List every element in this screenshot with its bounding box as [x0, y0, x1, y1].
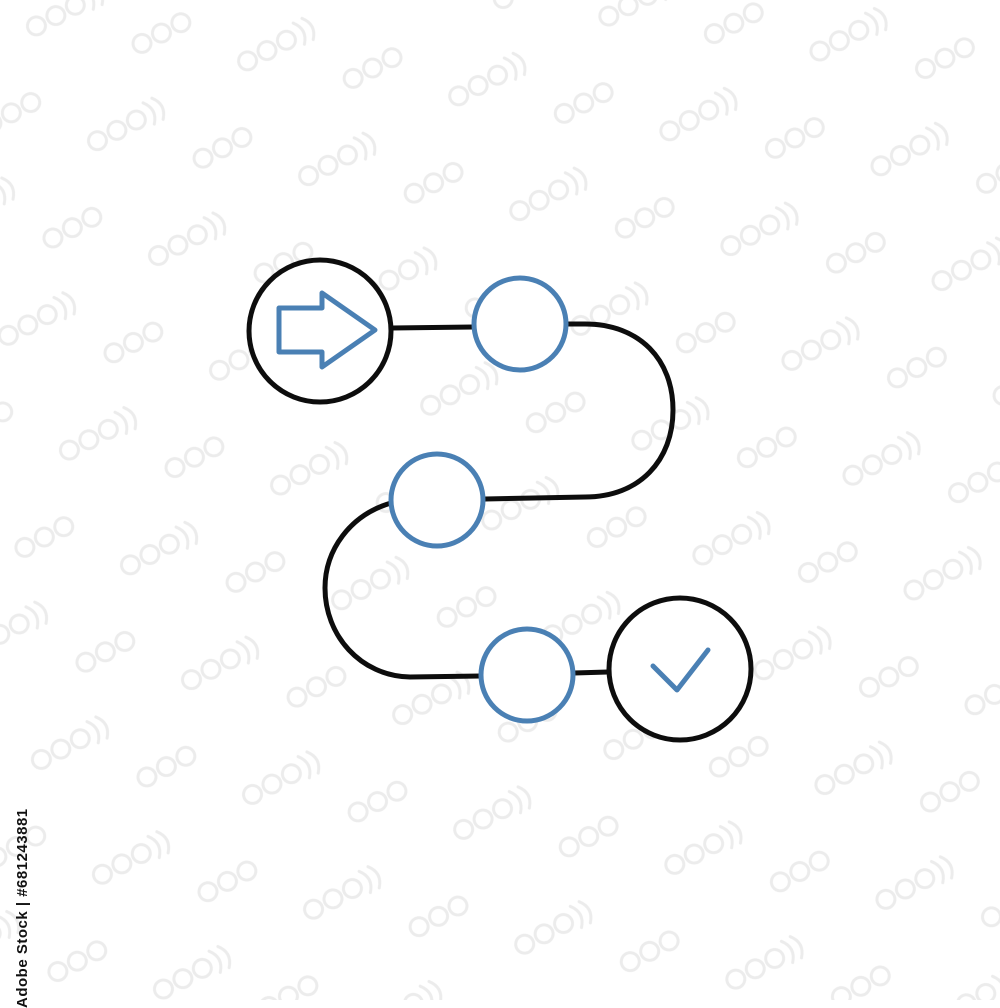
- start-node: [246, 257, 394, 405]
- route-path: [322, 321, 676, 680]
- check-icon: [650, 647, 711, 693]
- arrow-right-icon: [276, 290, 378, 370]
- finish-node: [606, 595, 754, 743]
- milestone-node-3: [478, 626, 576, 724]
- stock-id-watermark: Adobe Stock | #681243881: [14, 808, 31, 1008]
- milestone-node-1: [471, 275, 569, 373]
- milestone-node-2: [388, 451, 486, 549]
